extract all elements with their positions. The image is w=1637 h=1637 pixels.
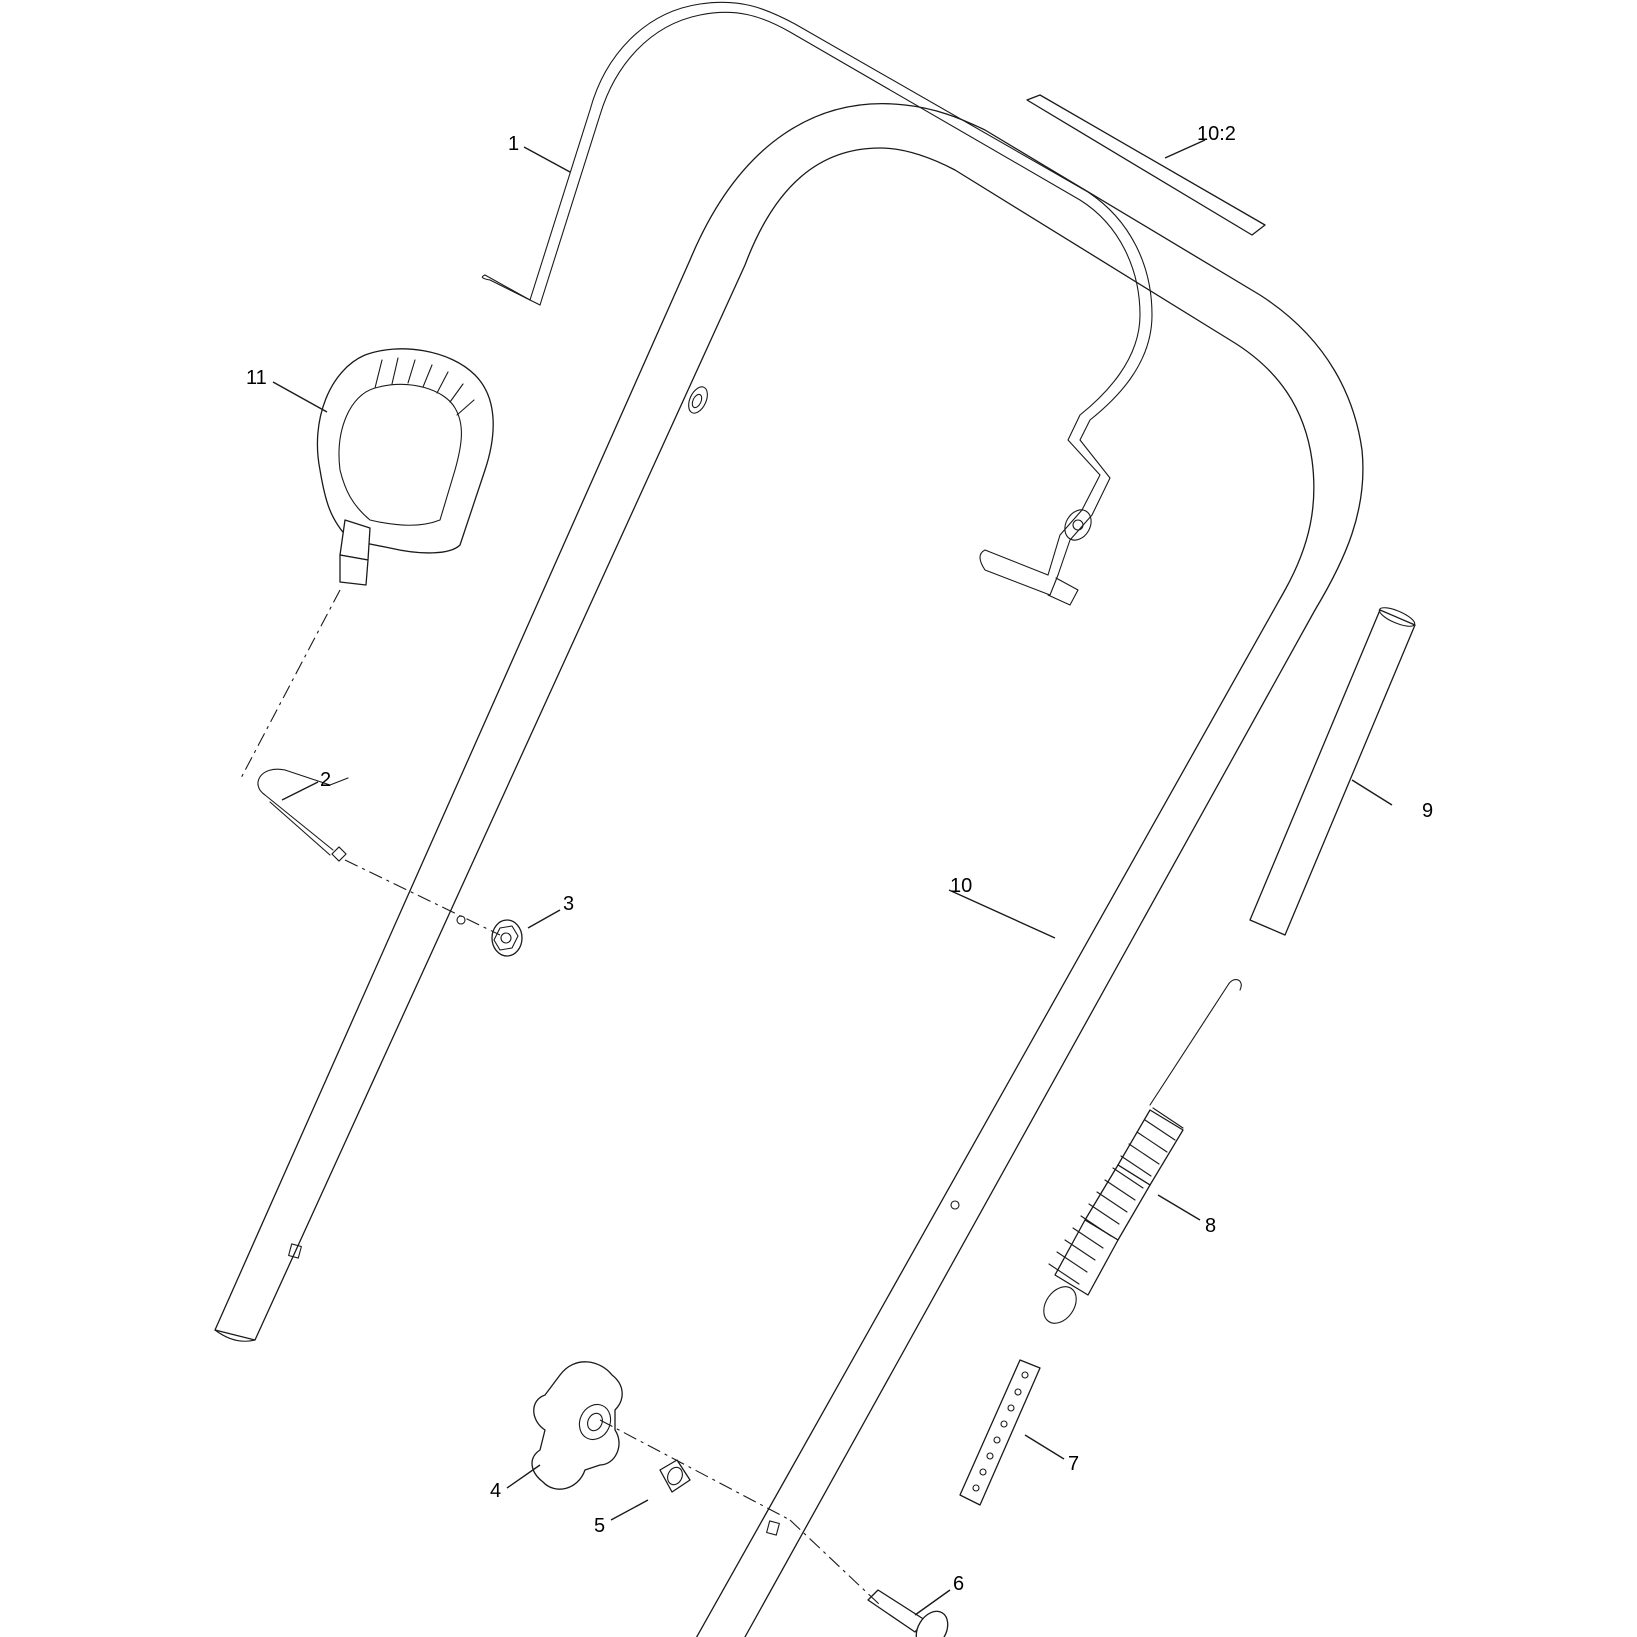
- callout-4: 4: [490, 1480, 501, 1502]
- tube-part-9: [1249, 607, 1416, 936]
- adjustment-plate-part-7: [959, 1359, 1041, 1506]
- assembly-center-lines: [239, 589, 881, 1606]
- callout-2: 2: [320, 769, 331, 791]
- callout-8: 8: [1205, 1215, 1216, 1237]
- callout-10: 10: [950, 875, 972, 897]
- callout-9: 9: [1422, 800, 1433, 822]
- pin-part-2: [257, 768, 349, 862]
- control-bail-part-1: [481, 1, 1153, 606]
- callout-6: 6: [953, 1573, 964, 1595]
- carriage-bolt-part-6: [867, 1589, 949, 1637]
- leader-lines: [272, 139, 1393, 1616]
- star-knob-part-4: [531, 1361, 623, 1490]
- flange-nut-part-3: [491, 919, 523, 957]
- main-handle-part-10: [214, 103, 1364, 1637]
- callout-7: 7: [1068, 1453, 1079, 1475]
- hand-grip-part-11: [316, 348, 494, 586]
- callout-1: 1: [508, 133, 519, 155]
- cup-washer-part-5: [659, 1459, 691, 1493]
- callout-3: 3: [563, 893, 574, 915]
- callout-5: 5: [594, 1515, 605, 1537]
- extension-spring-part-8: [1043, 979, 1242, 1324]
- callout-labels: 1 10:2 11 2 3 9 10 8 7 4 5 6: [246, 123, 1433, 1595]
- callout-10-2: 10:2: [1197, 123, 1236, 145]
- decal-strip-part-10-2: [1026, 94, 1266, 236]
- callout-11: 11: [246, 367, 267, 389]
